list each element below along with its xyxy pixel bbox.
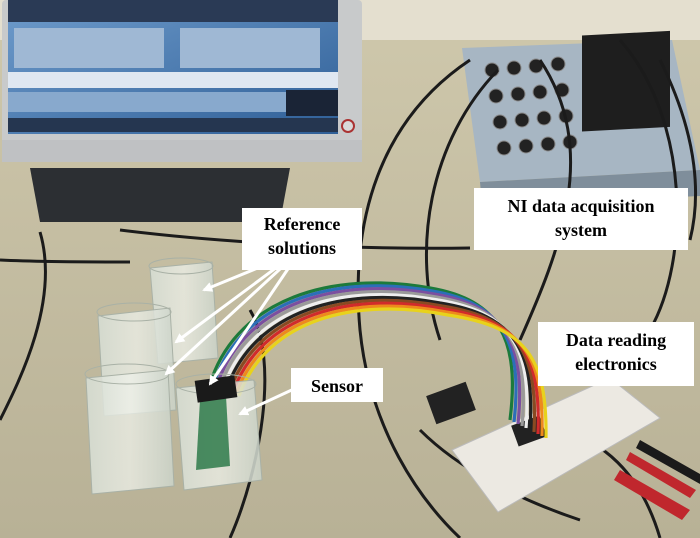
power-icon [341,119,355,133]
label-line: Sensor [310,376,363,396]
label-line: Data reading [565,330,667,350]
arrow-icon [164,256,294,376]
label-line: electronics [575,354,657,375]
test-probes [614,440,700,520]
label-line: solutions [267,238,337,259]
arrow-icon [208,259,296,386]
arrow-icon [174,254,293,344]
sensor-label: Sensor [291,368,383,402]
ni-daq-label: NI data acquisition system [474,188,688,250]
arrow-icon [238,386,297,416]
reference-solutions-label: Reference solutions [242,208,362,270]
data-reading-label: Data reading electronics [538,322,694,386]
beaker-front-left [84,363,175,495]
beaker-front-right [175,373,263,491]
monitor [2,0,362,222]
label-line: Reference [263,214,341,234]
breadboard [426,377,661,513]
ribbon-cable [210,281,548,439]
label-line: system [555,220,607,241]
label-line: NI data acquisition [507,196,655,216]
bnc-connectors [484,56,578,156]
